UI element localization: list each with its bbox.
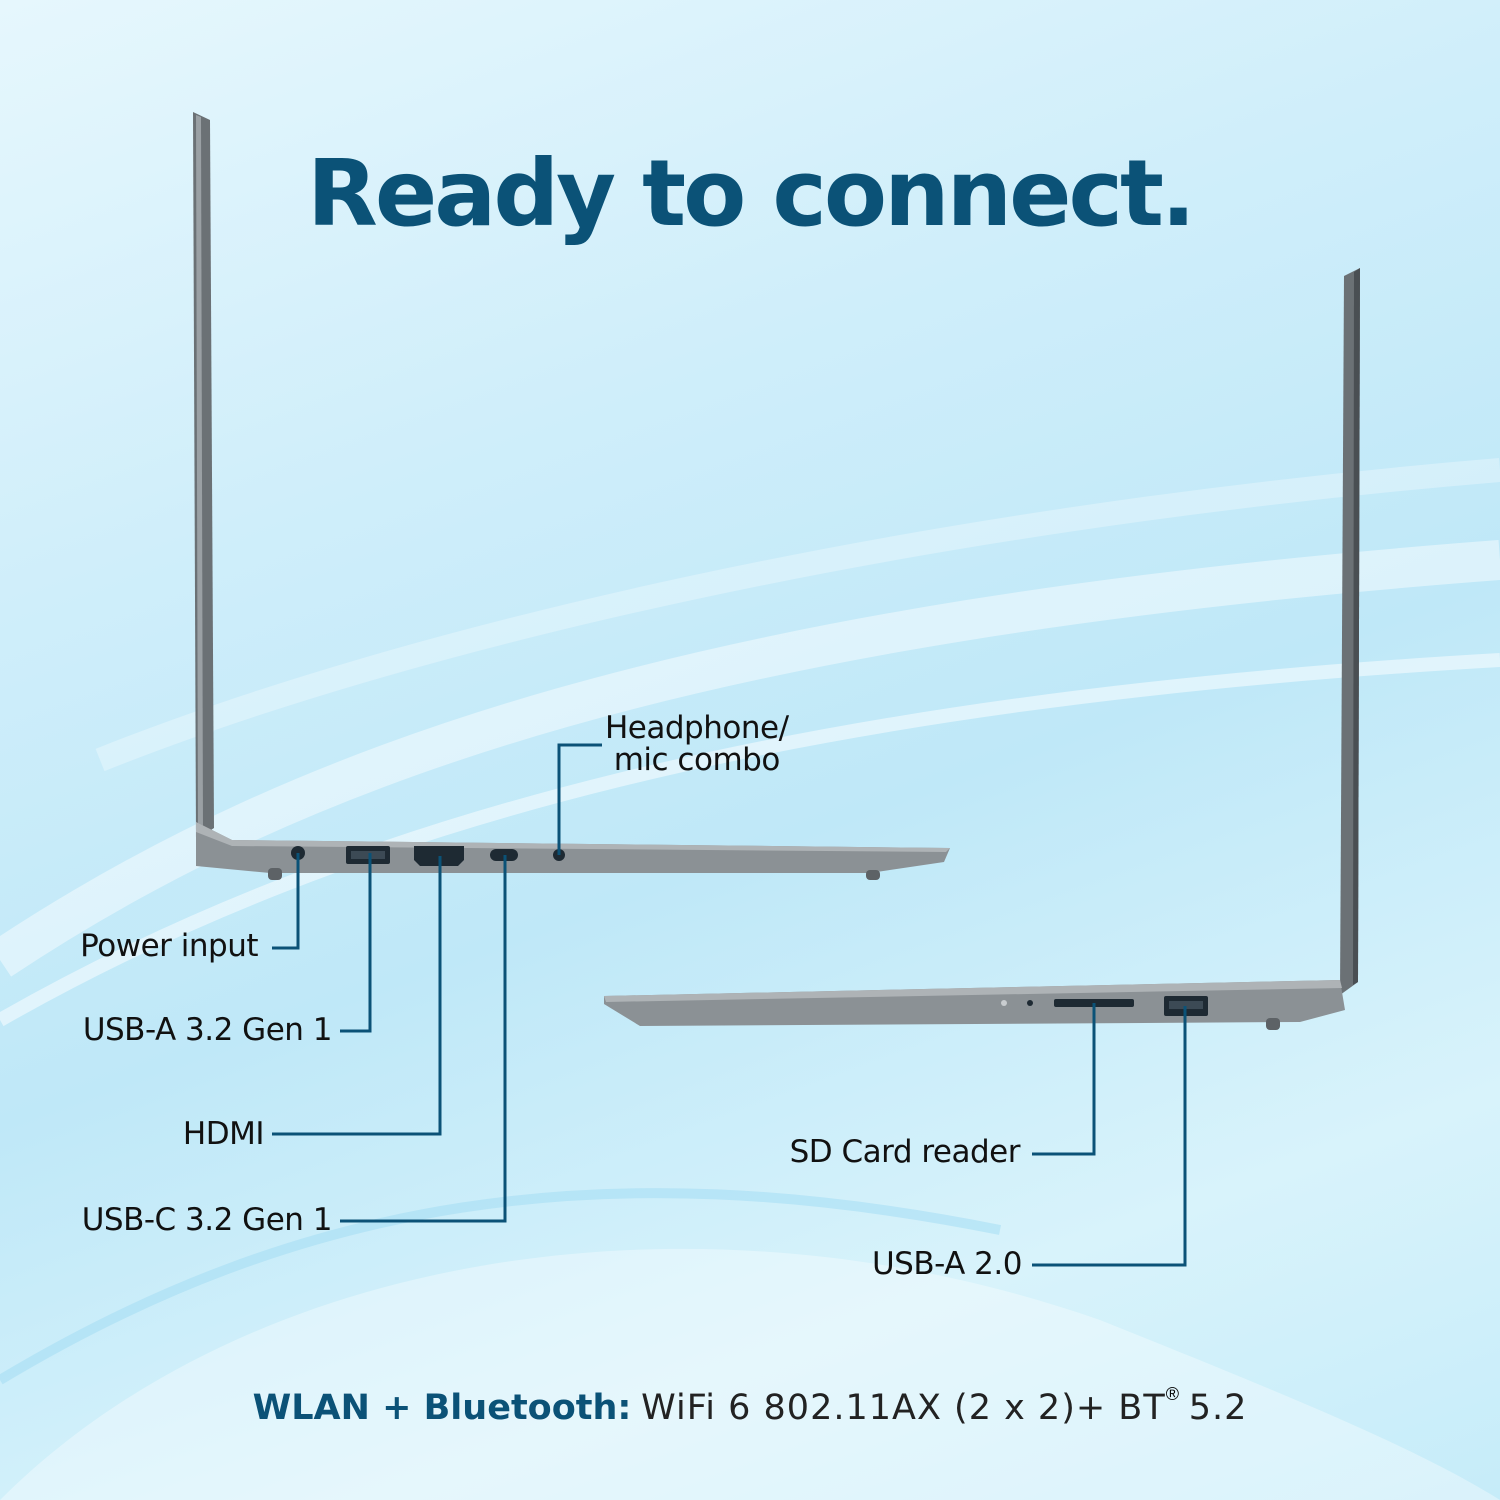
registered-mark: ® [1165, 1384, 1179, 1405]
wireless-spec-key: WLAN + Bluetooth: [252, 1388, 632, 1428]
sd-card-reader-label: SD Card reader [789, 1134, 1021, 1170]
callout-line-hdmi [272, 856, 442, 1136]
headline: Ready to connect. [307, 140, 1196, 247]
wireless-spec-value: WiFi 6 802.11AX (2 x 2)+ BT [641, 1388, 1166, 1428]
right-laptop-base [604, 980, 1345, 1026]
usb-c-gen1-label: USB-C 3.2 Gen 1 [81, 1202, 333, 1238]
left-laptop-screen [193, 112, 214, 840]
callout-line-sd-card [1032, 1003, 1096, 1156]
callout-line-usb-a2 [1032, 1006, 1187, 1267]
power-input-label: Power input [80, 928, 258, 964]
callout-line-usb-c [340, 855, 507, 1223]
headphone-label-line1: Headphone/ [605, 710, 789, 746]
headphone-mic-label: Headphone/ mic combo [605, 712, 789, 776]
headphone-label-line2: mic combo [613, 742, 781, 778]
callout-line-usb-a-gen1 [340, 853, 372, 1033]
callout-line-headphone [557, 743, 602, 855]
left-laptop [193, 112, 950, 880]
bluetooth-version: 5.2 [1188, 1388, 1248, 1428]
callout-line-power [272, 853, 300, 950]
wireless-spec-line: WLAN + Bluetooth: WiFi 6 802.11AX (2 x 2… [0, 1384, 1500, 1428]
usb-a-2-label: USB-A 2.0 [871, 1246, 1023, 1282]
usb-a-gen1-label: USB-A 3.2 Gen 1 [82, 1012, 333, 1048]
hdmi-label: HDMI [182, 1116, 265, 1152]
right-laptop [604, 268, 1360, 1030]
